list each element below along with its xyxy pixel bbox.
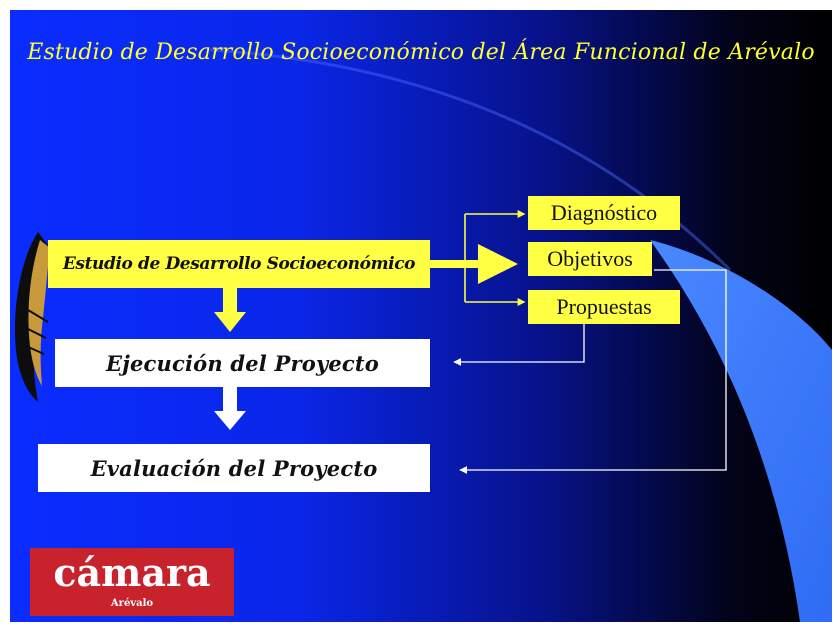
objetivos-box: Objetivos: [528, 242, 652, 276]
feedback-propuestas-to-ejecucion: [453, 324, 585, 366]
arrow-down-yellow: [214, 288, 246, 332]
arrow-down-white: [214, 387, 246, 430]
camara-logo: cámara Arévalo: [30, 548, 234, 616]
diagnostico-box: Diagnóstico: [528, 196, 680, 230]
slide: Estudio de Desarrollo Socioeconómico del…: [10, 10, 832, 622]
evaluacion-box: Evaluación del Proyecto: [38, 444, 430, 492]
feedback-objetivos-to-evaluacion: [459, 269, 727, 474]
study-box: Estudio de Desarrollo Socioeconómico: [48, 240, 430, 288]
logo-city: Arévalo: [110, 598, 154, 609]
slide-title: Estudio de Desarrollo Socioeconómico del…: [27, 40, 815, 65]
ejecucion-box: Ejecución del Proyecto: [55, 339, 430, 387]
background-arc: [209, 48, 732, 272]
slide-graphics: [14, 48, 832, 622]
quill-icon: [14, 232, 51, 402]
logo-name: cámara: [53, 550, 211, 595]
propuestas-box: Propuestas: [528, 290, 680, 324]
background-swoosh: [650, 240, 832, 622]
